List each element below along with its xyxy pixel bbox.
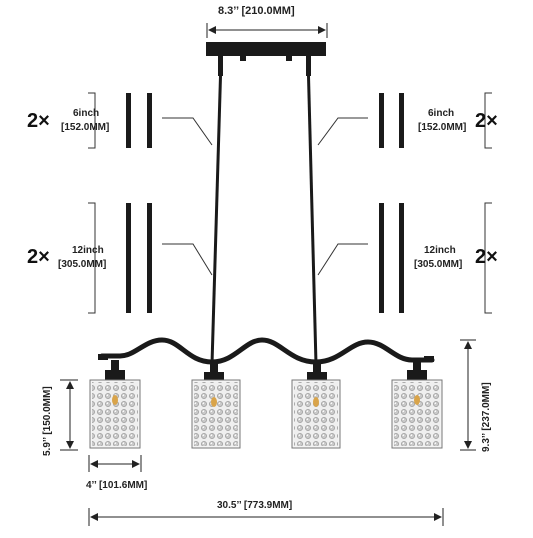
long-rods-left-qty: 2× bbox=[27, 246, 50, 268]
shade-3 bbox=[291, 362, 341, 449]
long-rods-left-mm: [305.0MM] bbox=[58, 259, 107, 270]
short-rods-right-inch: 6inch bbox=[428, 108, 455, 119]
short-rods-left-mm: [152.0MM] bbox=[61, 122, 110, 133]
short-rods-left bbox=[88, 92, 213, 149]
shade-1 bbox=[89, 360, 141, 449]
long-rods-right bbox=[317, 202, 492, 314]
short-rods-right-mm: [152.0MM] bbox=[418, 122, 467, 133]
canopy-width-label: 8.3’’ [210.0MM] bbox=[218, 5, 295, 17]
short-rods-right bbox=[317, 92, 492, 149]
long-rods-left-inch: 12inch bbox=[72, 245, 104, 256]
shade-height-dimension bbox=[60, 379, 78, 451]
long-rods-left bbox=[88, 202, 213, 314]
shade-4 bbox=[391, 360, 443, 449]
fixture-height-label: 9.3’’ [237.0MM] bbox=[481, 382, 492, 452]
shade-height-label: 5.9’’ [150.0MM] bbox=[42, 386, 53, 456]
hanging-rods bbox=[210, 52, 318, 365]
fixture-height-dimension bbox=[460, 339, 476, 451]
short-rods-left-inch: 6inch bbox=[73, 108, 100, 119]
canopy-width-dimension bbox=[206, 23, 328, 38]
shade-width-label: 4’’ [101.6MM] bbox=[86, 480, 148, 491]
wavy-arm bbox=[98, 337, 435, 365]
shade-width-dimension bbox=[88, 455, 142, 472]
long-rods-right-inch: 12inch bbox=[424, 245, 456, 256]
shade-2 bbox=[191, 362, 241, 449]
total-length-dimension bbox=[88, 508, 444, 526]
total-length-label: 30.5’’ [773.9MM] bbox=[217, 500, 293, 511]
canopy bbox=[206, 42, 326, 61]
long-rods-right-qty: 2× bbox=[475, 246, 498, 268]
short-rods-right-qty: 2× bbox=[475, 110, 498, 132]
long-rods-right-mm: [305.0MM] bbox=[414, 259, 463, 270]
short-rods-left-qty: 2× bbox=[27, 110, 50, 132]
